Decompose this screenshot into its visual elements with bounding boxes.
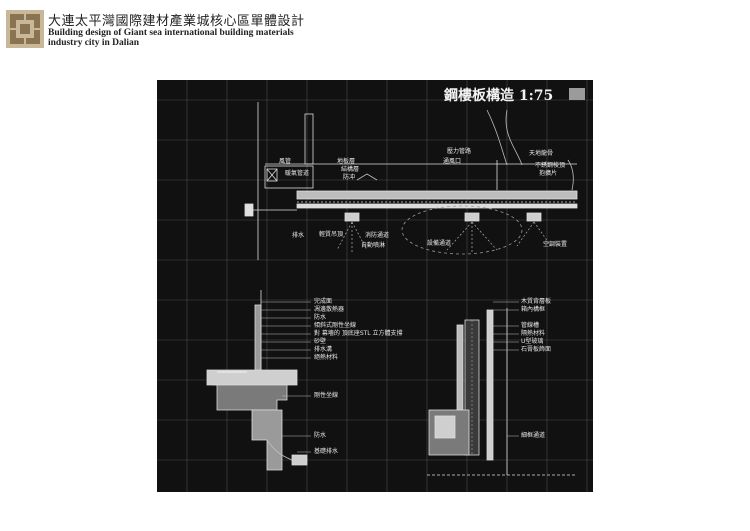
label-qingzhi: 輕質吊頂 [319,231,344,238]
label-paishuigou: 排水溝 [314,346,333,353]
label-baoxu: 抱擴片 [539,170,558,177]
label-tiandi: 天地龍骨 [529,150,554,157]
floor-section [244,102,578,260]
label-zidong: 自動噴淋 [361,242,386,249]
label-juanre: 絕熱材料 [314,354,339,361]
label-fengguan: 風管 [279,158,292,165]
label-lanbu: 石膏板飾面 [521,346,552,353]
project-title-cn: 大連太平灣國際建材產業城核心區單體設計 [48,14,305,29]
label-zhuangjia: 暖氣管道 [285,170,310,177]
label-kongtiao: 空調裝置 [543,241,568,248]
label-heshou: 箱內構框 [521,306,546,313]
right-leaders [493,301,519,437]
label-zhichi: 對 幕墻的 頂底座STL 立方體支撐 [314,330,403,337]
drawing-board: 鋼樓板構造 1:75 風管 暖氣管道 地板層 結構層 防冲 排水 輕質吊頂 消防… [157,80,593,492]
label-fangchong: 防冲 [343,174,356,181]
label-qingxie: 傾斜式剛性坐線 [314,322,357,329]
label-dimian: 地板層 [337,158,356,165]
label-shuili: 壓力管路 [447,148,472,155]
title-en-line1: Building design of Giant sea internation… [48,28,294,38]
label-gangxing: 剛性坐線 [314,392,339,399]
label-jiantong: 細框通道 [521,432,546,439]
label-jiegou: 結構層 [341,166,360,173]
label-paishui: 排水 [292,232,305,239]
label-guandao: 管線槽 [521,322,540,329]
label-jichu: 基礎排水 [314,448,339,455]
logo-icon [6,10,44,48]
title-en-line2: industry city in Dalian [48,38,140,48]
label-uxing: U型玻璃 [521,338,544,345]
label-fangshui1: 防水 [314,314,327,321]
label-tongfeng: 通風口 [443,158,462,165]
label-shebei: 設備通道 [427,240,452,247]
left-detail [206,290,308,471]
label-mubei: 木質背層板 [521,298,552,305]
label-buxiugang: 不銹鋼棱頂 [535,162,566,169]
label-xiaofang: 消防通道 [365,232,390,239]
right-detail [427,308,577,476]
grid [157,80,593,492]
label-huanrao: 凋邊散熱器 [314,306,345,313]
label-fangshui2: 防水 [314,432,327,439]
label-shabi: 砂壁 [314,338,327,345]
drawing-svg [157,80,593,492]
project-title-en: Building design of Giant sea internation… [48,28,294,48]
label-geyin: 隔熱材料 [521,330,546,337]
title-swatch [569,88,585,100]
board-title: 鋼樓板構造 1:75 [444,88,554,104]
left-leaders [261,301,311,453]
label-wancheng: 完成面 [314,298,333,305]
